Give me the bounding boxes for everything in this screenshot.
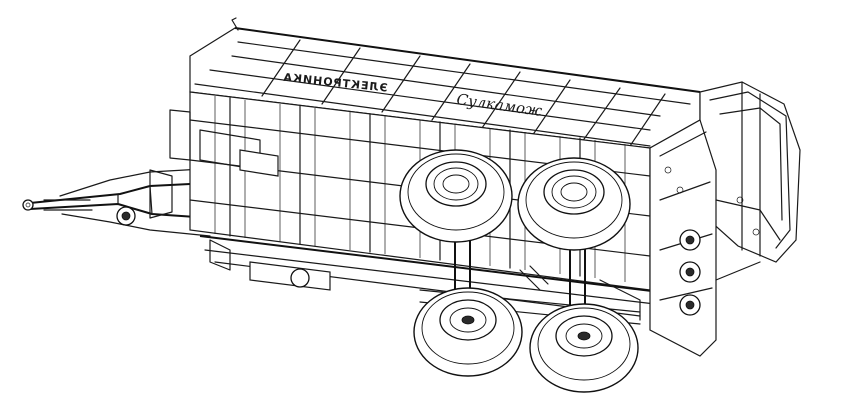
frame-details (169, 17, 641, 321)
wheel-rear-lower (529, 303, 639, 393)
rear-spreader-unit (649, 81, 801, 357)
wheel-rear-upper (517, 157, 631, 251)
wheel-front-lower (413, 287, 523, 377)
wheel-front-upper (399, 149, 513, 243)
